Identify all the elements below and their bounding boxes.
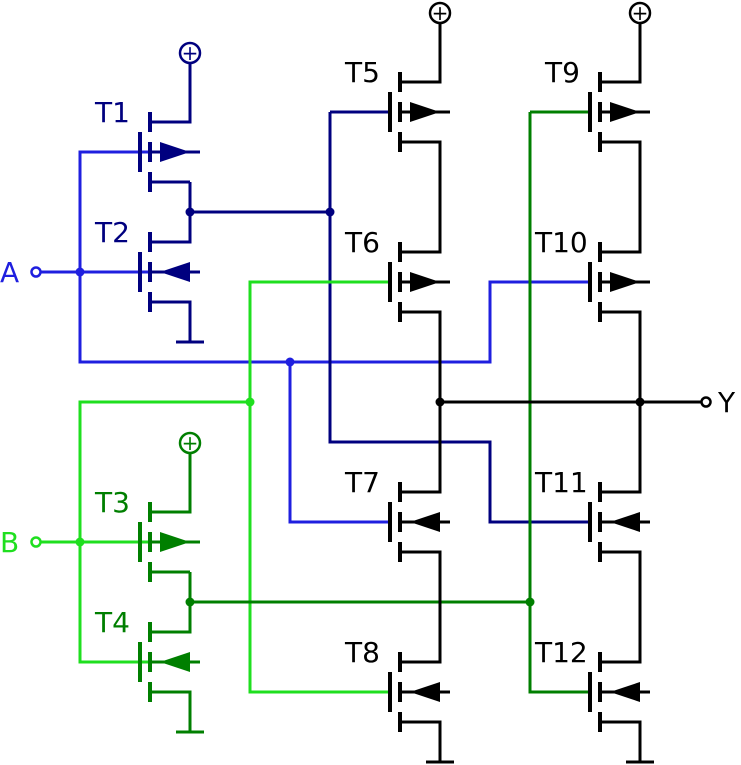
t12-label: T12 [534, 636, 588, 669]
t4-label: T4 [94, 606, 130, 639]
t9-label: T9 [544, 56, 580, 89]
junction-dot [185, 207, 195, 217]
junction-dot [75, 267, 85, 277]
junction-dot [75, 537, 85, 547]
transistor-arrows [410, 102, 640, 702]
supply-terminal-1 [178, 41, 202, 65]
net-b-inverted [150, 110, 590, 694]
t7-label: T7 [344, 466, 380, 499]
t10-arrow-icon [610, 272, 640, 292]
junction-dot [325, 207, 335, 217]
supply-terminal-2 [178, 431, 202, 455]
output-y-terminal [700, 396, 712, 408]
junction-dot [635, 397, 645, 407]
junction-dot [245, 397, 255, 407]
t5-arrow-icon [410, 102, 440, 122]
net-a-inverted [150, 110, 590, 524]
t2-arrow-icon [160, 262, 190, 282]
t4-arrow-icon [160, 652, 190, 672]
input-a-terminal [30, 266, 42, 278]
output-y-label: Y [717, 386, 736, 419]
t6-label: T6 [344, 226, 380, 259]
t7-arrow-icon [410, 512, 440, 532]
t5-label: T5 [344, 56, 380, 89]
input-b-label: B [0, 526, 19, 559]
supply-symbol: + [432, 1, 449, 25]
supply-terminal-3 [428, 1, 452, 25]
t10-label: T10 [534, 226, 588, 259]
t1-arrow-icon [160, 142, 190, 162]
net-b [40, 280, 390, 694]
main-transistors [388, 72, 650, 732]
junction-dot [435, 397, 445, 407]
t8-arrow-icon [410, 682, 440, 702]
t11-arrow-icon [610, 512, 640, 532]
net-output [400, 22, 705, 764]
t9-arrow-icon [610, 102, 640, 122]
inverter-b [138, 454, 204, 734]
t11-label: T11 [534, 466, 588, 499]
inverter-a [138, 64, 204, 344]
t6-arrow-icon [410, 272, 440, 292]
input-a-label: A [0, 256, 19, 289]
supply-symbol: + [182, 41, 199, 65]
t1-label: T1 [94, 96, 130, 129]
junction-dot [185, 597, 195, 607]
t3-label: T3 [94, 486, 130, 519]
t12-arrow-icon [610, 682, 640, 702]
t8-label: T8 [344, 636, 380, 669]
input-b-terminal [30, 536, 42, 548]
junction-dot [525, 597, 535, 607]
supply-terminal-4 [628, 1, 652, 25]
junction-dot [285, 357, 295, 367]
supply-symbol: + [632, 1, 649, 25]
t2-label: T2 [94, 216, 130, 249]
net-a [40, 150, 590, 524]
t3-arrow-icon [160, 532, 190, 552]
supply-symbol: + [182, 431, 199, 455]
